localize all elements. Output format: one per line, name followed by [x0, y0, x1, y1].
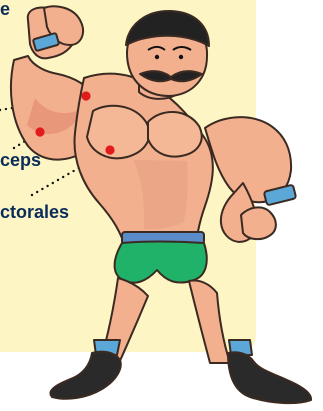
- trunks: [115, 242, 207, 283]
- marker-top: [81, 91, 90, 100]
- right-boot: [228, 352, 311, 403]
- marker-biceps: [35, 127, 44, 136]
- eye-left: [155, 55, 159, 59]
- eye-right: [179, 55, 183, 59]
- marker-pectorales: [105, 145, 114, 154]
- left-boot: [50, 352, 120, 399]
- bodybuilder-figure: [11, 6, 311, 403]
- right-leg: [189, 281, 230, 363]
- chest-right: [148, 112, 202, 157]
- right-hand: [241, 207, 276, 239]
